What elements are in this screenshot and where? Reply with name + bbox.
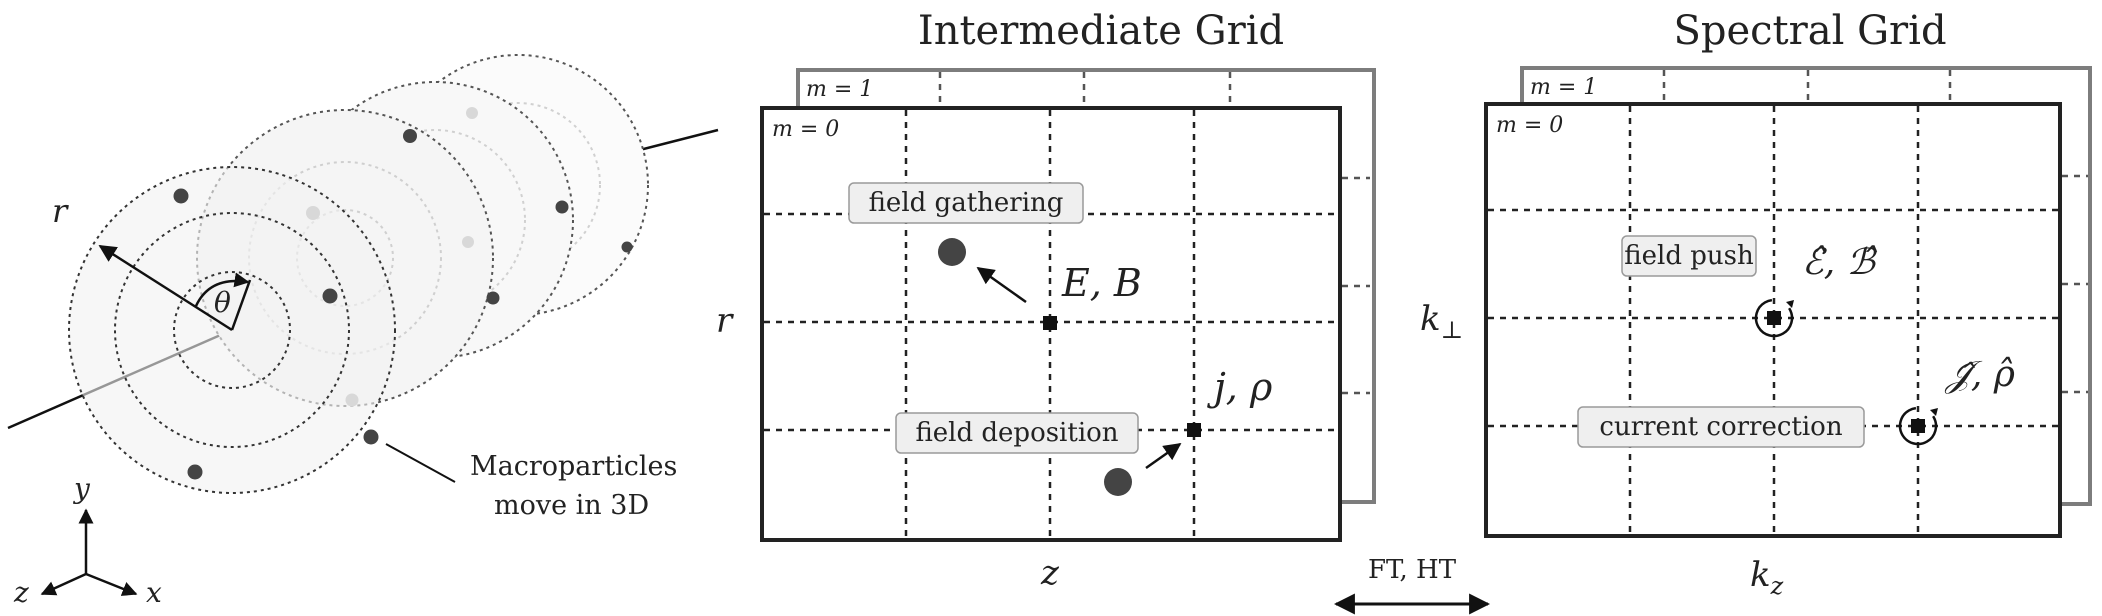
callout-line-2: move in 3D xyxy=(494,490,649,521)
eb-hat-label: ℰ̂, ℬ̂ xyxy=(1802,242,1878,283)
transform-label: FT, HT xyxy=(1368,555,1457,585)
macroparticle xyxy=(486,291,500,305)
spectral-back-frame: m = 1 xyxy=(1520,66,2092,506)
intermediate-grid-panel: Intermediate Grid m = 1 m = 0 E, B xyxy=(716,8,1376,593)
macroparticle xyxy=(621,241,633,253)
theta-label: θ xyxy=(214,286,231,319)
spectral-y-axis-base: k xyxy=(1420,299,1441,339)
intermediate-grid-title: Intermediate Grid xyxy=(918,8,1284,54)
macroparticle xyxy=(306,206,320,220)
macroparticle xyxy=(403,129,417,143)
eb-label: E, B xyxy=(1061,261,1142,305)
z-axis-label: z xyxy=(13,576,29,609)
field-push-label: field push xyxy=(1624,241,1754,271)
spectral-mode-back-label: m = 1 xyxy=(1530,75,1597,100)
macroparticle xyxy=(322,288,338,304)
deposit-arrow xyxy=(1145,442,1182,470)
macroparticle xyxy=(345,393,359,407)
spectral-y-axis-label: k⊥ xyxy=(1420,299,1463,344)
jrho-grid-node xyxy=(1187,423,1201,437)
callout-line-1: Macroparticles xyxy=(470,451,677,482)
spectral-x-axis-subscript: z xyxy=(1770,572,1784,600)
intermediate-mode-back-label: m = 1 xyxy=(806,77,873,102)
current-correction-box xyxy=(1577,406,1865,448)
field-deposition-box xyxy=(895,412,1139,454)
macroparticle xyxy=(462,236,474,248)
intermediate-x-axis-label: z xyxy=(1040,553,1060,593)
y-axis-label: y xyxy=(72,472,91,505)
jrho-hat-label: 𝒥̂, ρ̂ xyxy=(1944,354,2015,395)
intermediate-mode-front-label: m = 0 xyxy=(772,117,839,142)
current-correction-label: current correction xyxy=(1599,412,1842,442)
x-axis-arrow xyxy=(85,572,138,596)
cylinder-geometry-panel: r θ Macroparticles move in 3D y z x xyxy=(7,54,719,609)
deposit-particle xyxy=(1104,468,1132,496)
intermediate-y-axis-label: r xyxy=(716,301,734,341)
macroparticles xyxy=(173,107,633,480)
gather-arrow xyxy=(976,266,1027,304)
spectral-grid-title: Spectral Grid xyxy=(1673,8,1946,54)
field-push-node xyxy=(1754,298,1794,338)
intermediate-back-frame: m = 1 xyxy=(796,68,1376,504)
radial-arrow xyxy=(98,244,233,332)
field-push-box xyxy=(1621,235,1757,277)
coordinate-triad: y z x xyxy=(13,472,162,609)
gather-particle xyxy=(938,238,966,266)
jrho-label: j, ρ xyxy=(1207,365,1273,409)
current-correction-node xyxy=(1898,406,1938,446)
spectral-y-axis-subscript: ⊥ xyxy=(1441,316,1464,344)
spectral-x-axis-label: kz xyxy=(1750,555,1784,600)
macroparticle xyxy=(555,200,569,214)
field-gathering-box xyxy=(848,182,1084,224)
macroparticle xyxy=(173,188,189,204)
macroparticle xyxy=(363,429,379,445)
z-axis-arrow xyxy=(40,572,87,596)
theta-arc xyxy=(194,272,250,307)
macroparticle xyxy=(187,464,203,480)
spectral-grid-panel: Spectral Grid m = 1 m = 0 xyxy=(1420,8,2092,600)
transform-connector: FT, HT xyxy=(1333,555,1491,615)
field-gathering-label: field gathering xyxy=(869,188,1064,218)
spectral-mode-front-label: m = 0 xyxy=(1496,113,1563,138)
radial-axis-label: r xyxy=(52,192,69,230)
theta-ray xyxy=(230,279,252,331)
x-axis-label: x xyxy=(146,576,162,609)
macroparticle xyxy=(466,107,478,119)
field-deposition-label: field deposition xyxy=(915,418,1118,448)
spectral-x-axis-base: k xyxy=(1750,555,1771,595)
eb-grid-node xyxy=(1043,316,1057,330)
callout-leader xyxy=(385,443,456,483)
